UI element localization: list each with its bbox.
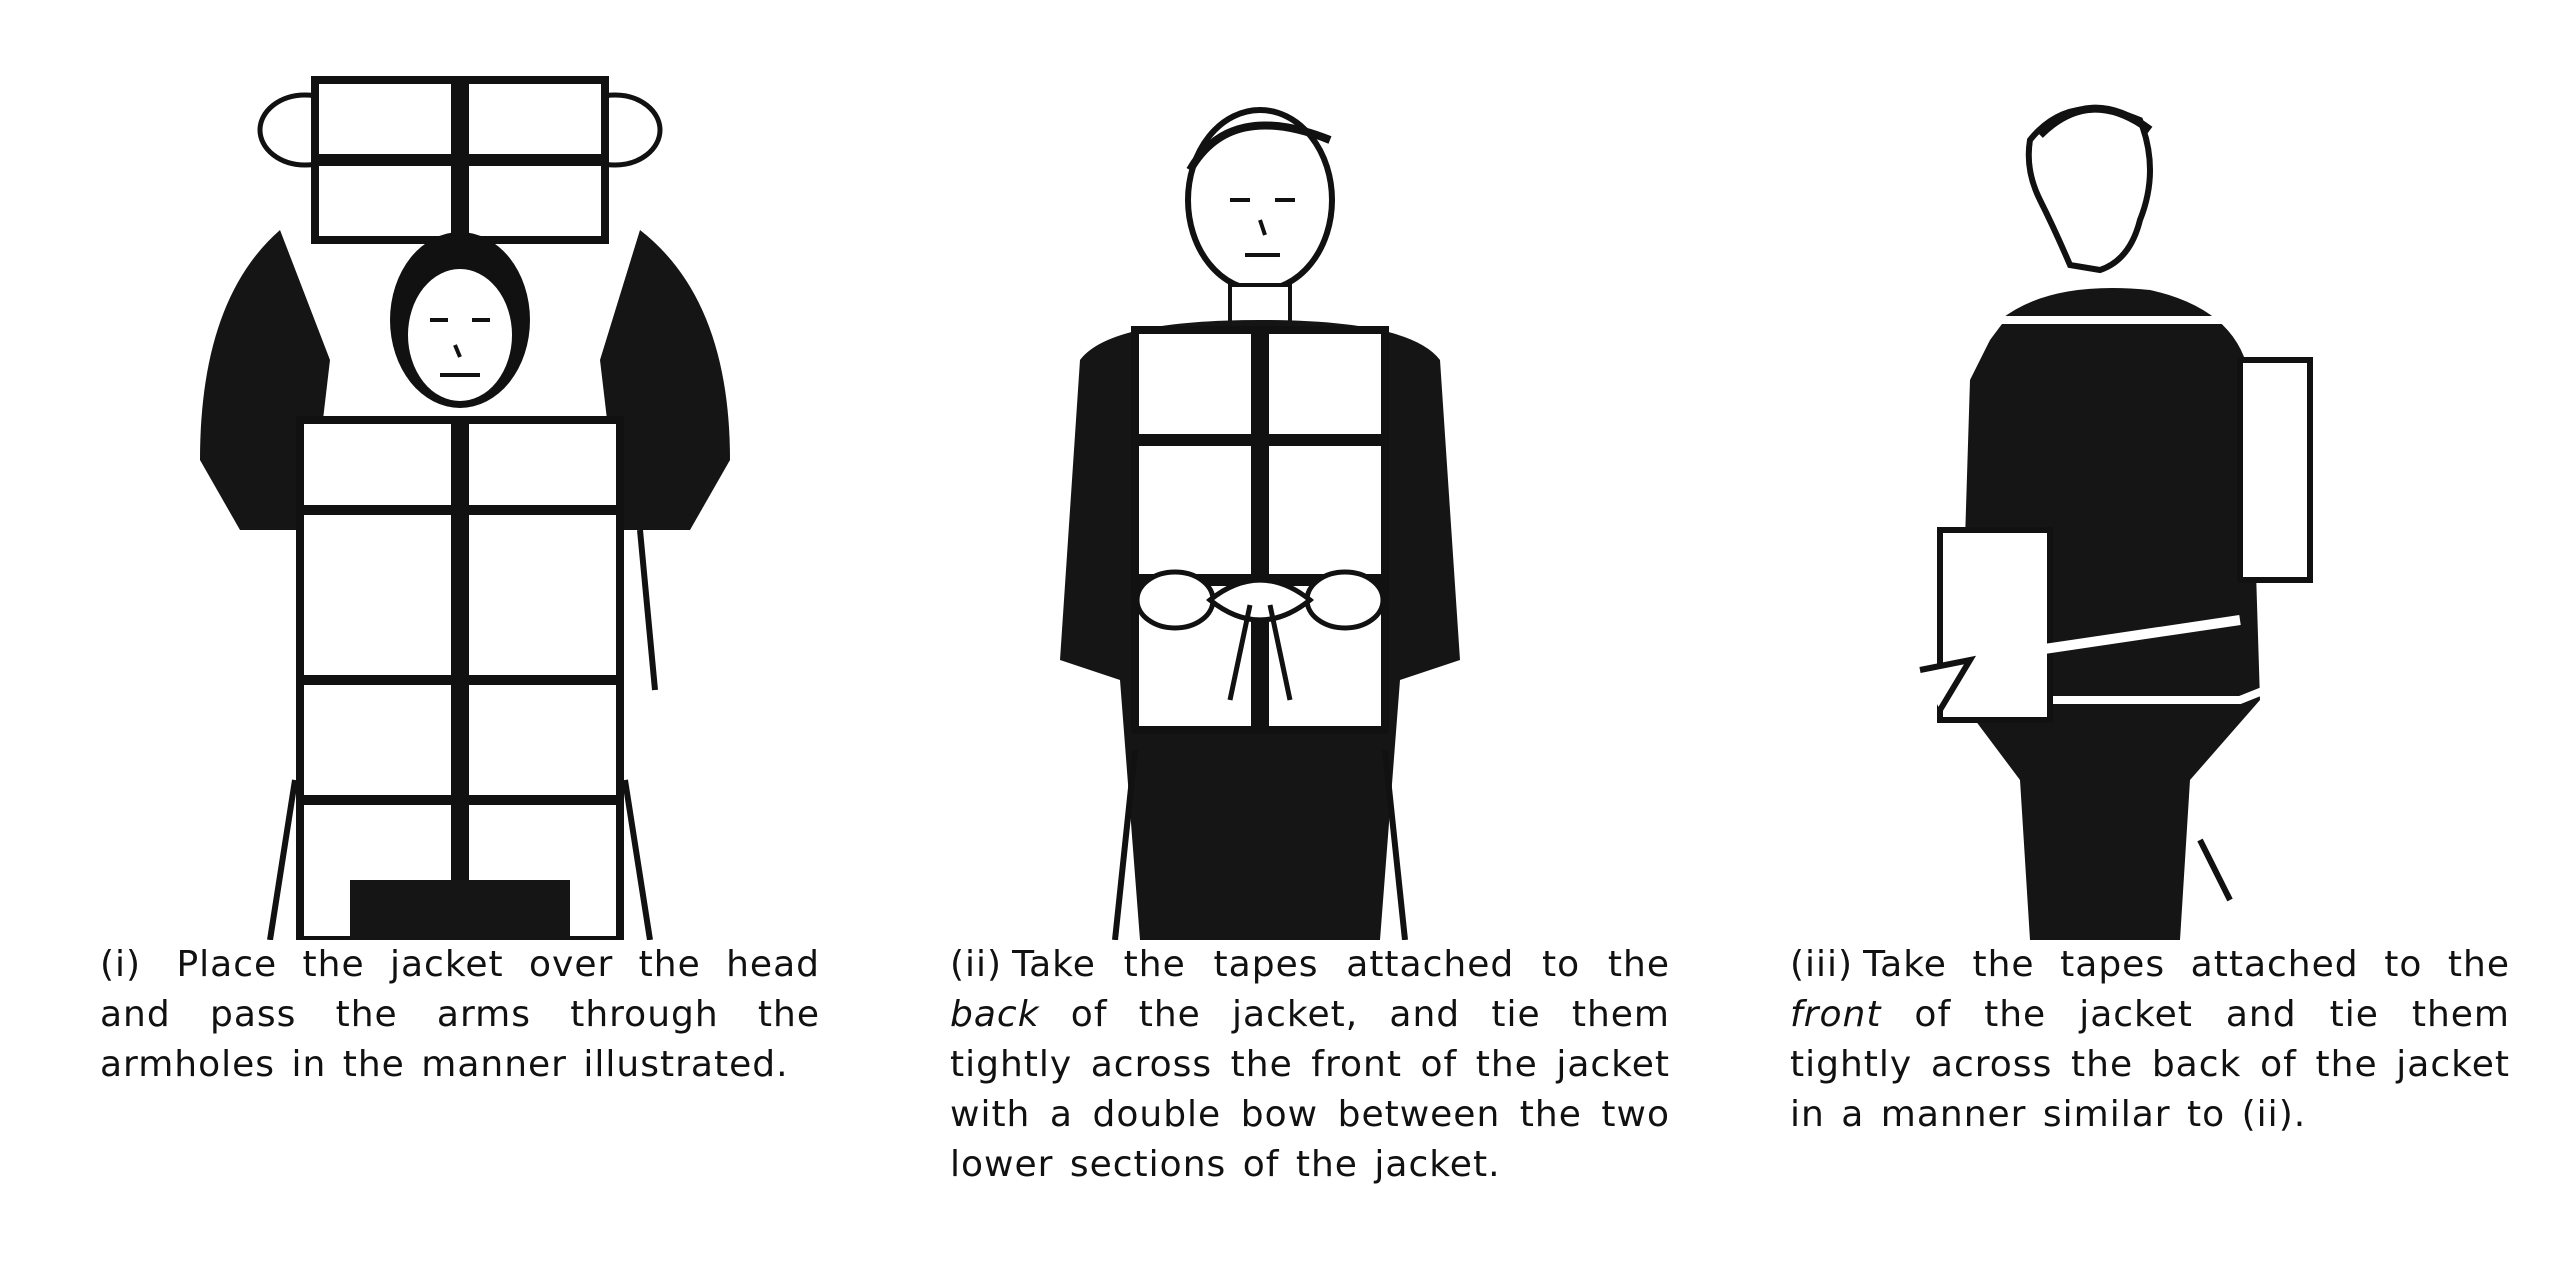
step-1-number: (i) — [100, 944, 141, 985]
step-1-panel: (i) Place the jacket over the head and p… — [80, 60, 880, 1200]
step-2-text-before: Take the tapes attached to the — [1012, 944, 1670, 985]
step-2-number: (ii) — [950, 944, 1002, 985]
step-3-illustration — [1770, 60, 2560, 940]
step-2-text-after: of the jacket, and tie them tightly acro… — [950, 994, 1670, 1185]
step-3-caption: (iii)Take the tapes attached to the fron… — [1790, 940, 2510, 1140]
step-1-illustration — [80, 60, 880, 940]
step-3-panel: (iii)Take the tapes attached to the fron… — [1770, 60, 2560, 1200]
step-3-emphasis: front — [1790, 994, 1881, 1035]
person-placing-jacket-over-head-drawing — [80, 60, 880, 940]
step-3-text-after: of the jacket and tie them tightly acros… — [1790, 994, 2510, 1135]
step-2-illustration — [930, 60, 1730, 940]
step-2-emphasis: back — [950, 994, 1040, 1035]
step-2-caption: (ii)Take the tapes attached to the back … — [950, 940, 1670, 1190]
person-back-tied-tapes-drawing — [1770, 60, 2560, 940]
step-1-text: Place the jacket over the head and pass … — [100, 944, 820, 1085]
step-3-text-before: Take the tapes attached to the — [1863, 944, 2510, 985]
person-tying-front-bow-drawing — [930, 60, 1730, 940]
step-1-caption: (i) Place the jacket over the head and p… — [100, 940, 820, 1090]
step-3-number: (iii) — [1790, 944, 1853, 985]
step-2-panel: (ii)Take the tapes attached to the back … — [930, 60, 1730, 1200]
